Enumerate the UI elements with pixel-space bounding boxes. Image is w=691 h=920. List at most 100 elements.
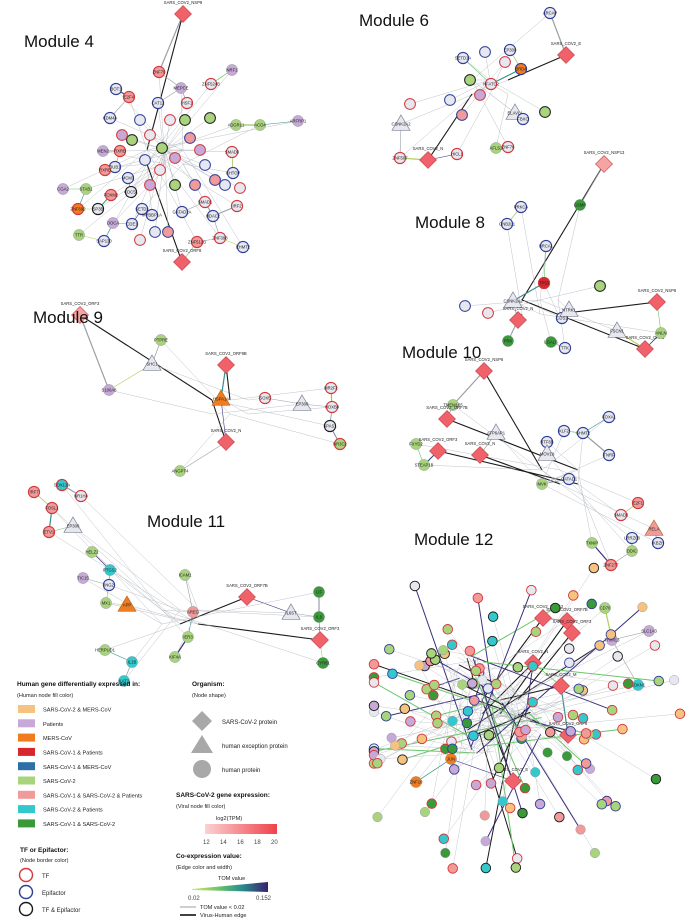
human-node-il6: IL6: [313, 611, 325, 623]
human-node-kdm4a: KDM4A: [103, 111, 117, 125]
edge: [482, 661, 659, 682]
human-node: [461, 717, 473, 729]
human-node: [397, 754, 408, 765]
node-label: MCM3: [122, 175, 135, 180]
legend-expression-scale-label: log2(TPM): [216, 816, 242, 822]
edge: [164, 119, 186, 151]
node-label: GSMP: [574, 202, 587, 207]
module-title-module-11: Module 11: [147, 512, 225, 531]
legend-tpm-tick: 14: [220, 840, 227, 846]
edge: [511, 688, 579, 706]
node-label: DOCA: [107, 220, 119, 225]
human-node: [568, 590, 579, 601]
edge: [539, 299, 552, 343]
exception-node-app: APP: [117, 595, 137, 612]
edge: [33, 491, 181, 625]
human-node: [438, 833, 450, 845]
node-label: MX1: [102, 600, 111, 605]
human-node-kat2: KAT2: [118, 675, 130, 687]
legend-tom-max: 0.152: [256, 896, 272, 902]
human-node: [387, 668, 398, 680]
node-label: SARS_COV2_N: [465, 441, 496, 446]
legend-swatch-sars-cov-2: [18, 776, 35, 785]
virus-human-edge: [479, 454, 561, 485]
viral-node-sars-cov2-n: SARS_COV2_N: [413, 146, 443, 169]
human-node-arcap: ARCAP: [543, 6, 557, 20]
human-node-herpud1: HERPUD1: [95, 644, 116, 656]
legend-ring-epifactor: [18, 884, 34, 900]
human-node: [580, 758, 592, 769]
edge: [161, 609, 324, 664]
human-node-il1b: IL1B: [126, 656, 138, 668]
human-node: [457, 679, 468, 690]
node-label: HOXB9: [325, 404, 340, 409]
node-label: NR1H4: [74, 493, 88, 498]
human-node: [390, 740, 401, 751]
node-label: IRF2: [232, 203, 242, 208]
viral-node-sars-cov2-orf7b: SARS_COV2_ORF7B: [226, 583, 268, 606]
node-label: CAT12: [152, 100, 165, 105]
legend-tpm-tick: 20: [271, 840, 278, 846]
node-layer: SARS_COV2_NSP9ZNF70MEPCEZNF524BNRF1BOT1E…: [27, 0, 686, 874]
human-node-mr2f2: MR2F2: [324, 381, 339, 395]
node-label: SARS_COV2_ORF7B: [226, 583, 268, 588]
human-node: [144, 129, 156, 141]
edge: [131, 623, 163, 663]
human-node: [577, 713, 589, 724]
node-label: PRKCA: [514, 204, 529, 209]
node-label: FOSL1: [45, 505, 59, 510]
edge: [123, 609, 181, 682]
human-node: [368, 677, 380, 688]
human-node: [561, 751, 572, 762]
edge: [443, 649, 481, 659]
human-node: [189, 179, 201, 191]
human-node-angpt4: ANGPT4: [172, 465, 189, 477]
viral-node-sars-cov2-e: SARS_COV2_E: [551, 41, 581, 64]
edge: [146, 149, 238, 207]
human-node-tp53: TP53: [537, 276, 551, 290]
node-label: SARS_COV2_ORF3: [61, 301, 100, 306]
node-label: CDS1: [556, 315, 568, 320]
legend-expression-title: SARS-CoV-2 gene expression:: [176, 792, 270, 799]
edge: [611, 630, 650, 641]
legend-label-tf-epifactor: TF & Epifactor: [42, 908, 80, 914]
human-node: [139, 154, 151, 166]
node-label: APP: [123, 602, 132, 607]
node-label: TMEM165: [443, 402, 463, 407]
human-node: [164, 114, 176, 126]
human-node: [194, 144, 206, 156]
human-node: [485, 778, 497, 789]
viral-node-sars-cov2-m: SARS_COV2_M: [546, 672, 577, 695]
node-label: KLF2: [559, 428, 570, 433]
human-node-znf398: ZNF398: [212, 231, 228, 245]
virus-human-edge: [507, 54, 567, 81]
human-node: [209, 174, 221, 186]
edge: [151, 363, 249, 401]
edge: [510, 685, 607, 802]
edge: [72, 525, 181, 611]
legend-swatch-sars-cov-2-mers-cov: [18, 705, 35, 713]
human-node: [499, 56, 511, 68]
human-node-sap130: SAP130: [96, 234, 112, 248]
human-node: [149, 226, 161, 238]
edge: [424, 709, 502, 813]
human-node-gatad1: GATAD1: [561, 472, 578, 486]
legend-ring-tf-epifactor: [18, 901, 34, 917]
node-label: SETD1A: [455, 55, 471, 60]
human-node: [605, 629, 617, 640]
human-node-ier3: IER3: [182, 631, 194, 643]
human-node: [649, 640, 661, 651]
node-label: RXRB: [99, 167, 111, 172]
edge: [380, 751, 494, 760]
edge: [164, 69, 233, 151]
node-label: IKBZH: [652, 540, 664, 545]
edge: [373, 681, 468, 737]
human-node-helz2: HELZ2: [85, 546, 99, 558]
human-node-sox5: SOX5: [258, 391, 271, 405]
legend-tpm-tick: 16: [237, 840, 244, 846]
node-label: RELA: [649, 526, 660, 531]
node-label: CD70: [600, 605, 611, 610]
node-label: SARS_COV2_NSP6: [465, 357, 504, 362]
edge: [164, 163, 221, 239]
edge: [184, 574, 199, 611]
